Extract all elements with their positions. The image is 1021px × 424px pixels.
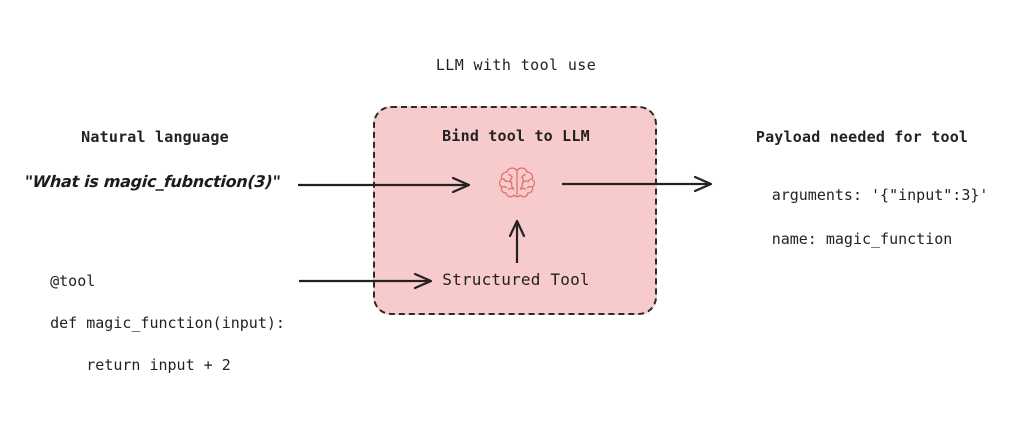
- structured-tool-label: Structured Tool: [442, 270, 590, 289]
- code-line-return: return input + 2: [50, 356, 231, 374]
- natural-language-query: "What is magic_fubnction(3)": [23, 172, 282, 191]
- payload-arguments: arguments: '{"input":3}': [771, 186, 989, 204]
- brain-icon: [493, 163, 541, 203]
- payload-heading: Payload needed for tool: [755, 128, 969, 146]
- code-line-def: def magic_function(input):: [50, 314, 285, 332]
- code-line-decorator: @tool: [50, 272, 96, 290]
- tool-code-block: @tool def magic_function(input): return …: [14, 250, 285, 397]
- payload-name: name: magic_function: [771, 230, 953, 248]
- bind-tool-heading: Bind tool to LLM: [442, 127, 590, 145]
- diagram-title: LLM with tool use: [435, 56, 597, 74]
- payload-block: arguments: '{"input":3}' name: magic_fun…: [713, 162, 1011, 294]
- natural-language-heading: Natural language: [81, 128, 229, 146]
